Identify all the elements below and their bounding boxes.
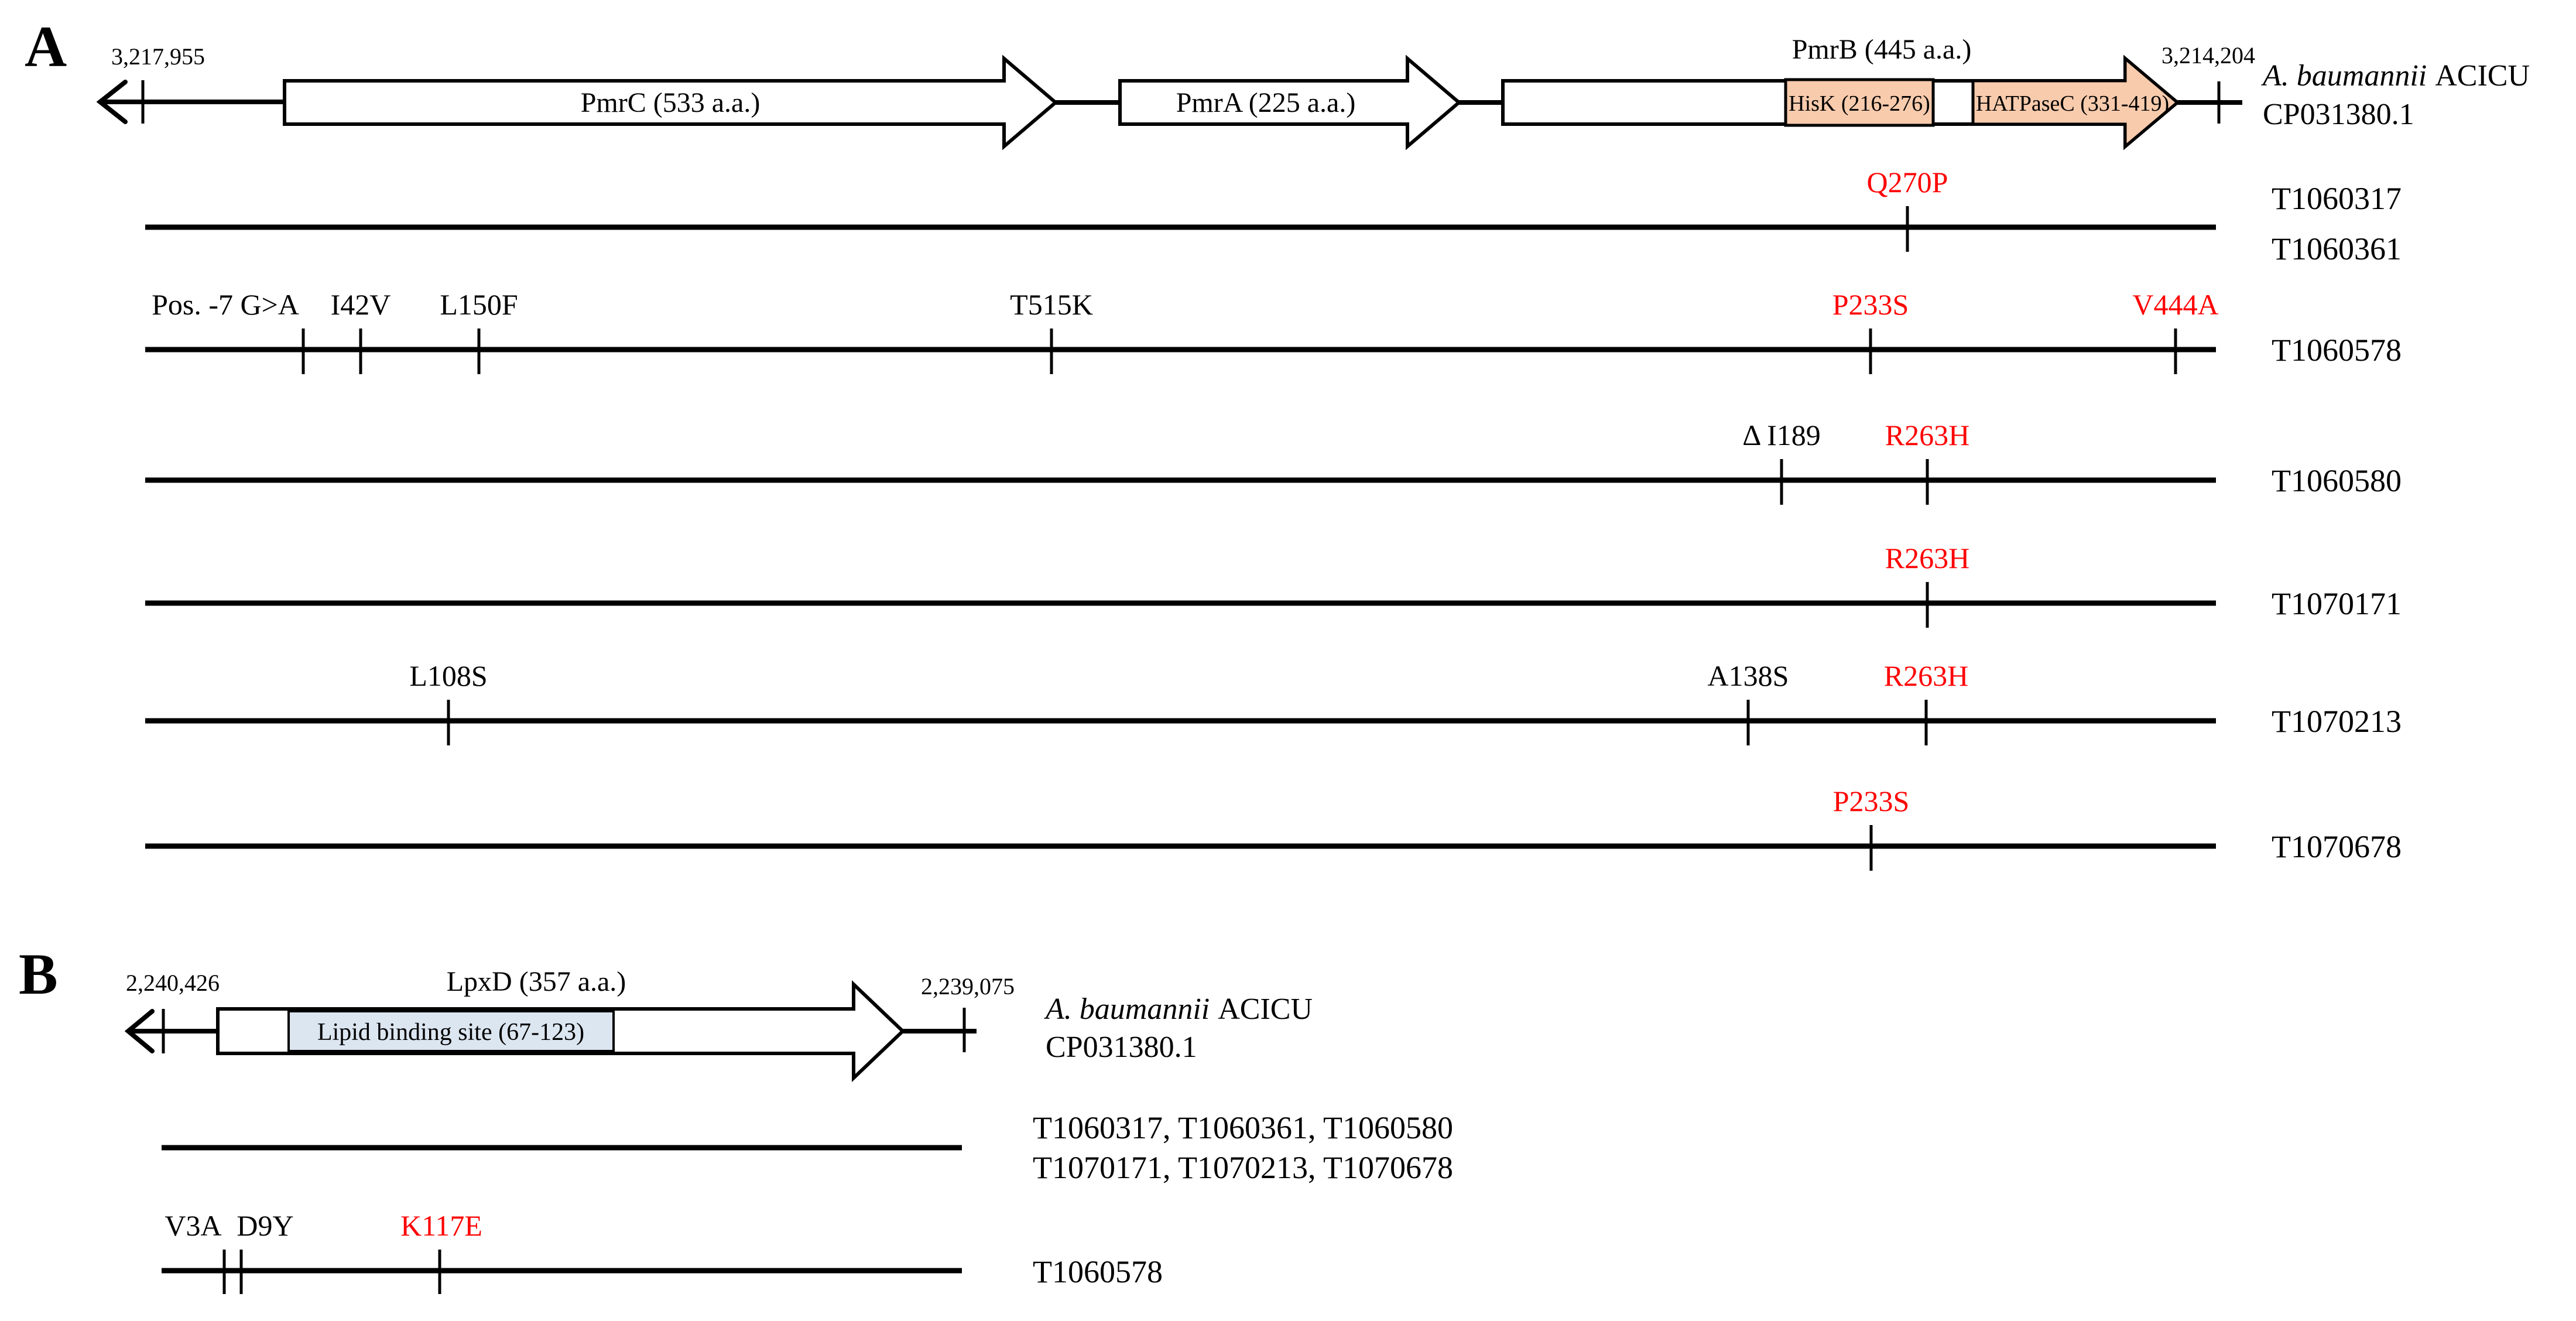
mutation-label: V444A (2132, 288, 2218, 321)
left-arrowhead-icon (96, 80, 128, 124)
domain-hatpasec-label: HATPaseC (331-419) (1976, 91, 2169, 116)
strain-label: T1060317, T1060361, T1060580 (1033, 1110, 1453, 1145)
strain-label: T1070213 (2272, 704, 2402, 739)
coordinate-right-label-b: 2,239,075 (921, 973, 1015, 1000)
coordinate-left-label-b: 2,240,426 (126, 970, 220, 996)
mutation-label: R263H (1885, 542, 1969, 574)
mutation-label: Δ I189 (1742, 419, 1821, 451)
organism-strain: ACICU (2435, 59, 2530, 93)
mutation-label: K117E (400, 1209, 482, 1242)
mutation-label: T515K (1010, 288, 1093, 321)
strain-label: T1070171, T1070213, T1070678 (1033, 1150, 1453, 1185)
mutation-label: A138S (1708, 659, 1789, 692)
organism-species: A. baumannii (2261, 59, 2427, 93)
domain-hatpasec-box (1971, 55, 2180, 150)
accession-label-b: CP031380.1 (1046, 1031, 1197, 1064)
coordinate-right-label: 3,214,204 (2161, 42, 2255, 69)
domain-hisk-label: HisK (216-276) (1789, 91, 1930, 116)
gene-label-pmrc: PmrC (533 a.a.) (581, 87, 761, 118)
gene-label-lpxd: LpxD (357 a.a.) (447, 966, 626, 997)
strain-row: Δ I189 R263H T1060580 (145, 419, 2402, 505)
panel-a-letter: A (25, 14, 67, 79)
panel-b-letter: B (19, 942, 58, 1007)
strain-label: T1070678 (2272, 829, 2402, 864)
strain-row: V3A D9Y K117E T1060578 (162, 1209, 1163, 1294)
strain-row: L108S A138S R263H T1070213 (145, 659, 2402, 745)
mutation-label: V3A (165, 1209, 221, 1242)
domain-lipid-box (287, 1010, 615, 1052)
mutation-label: R263H (1884, 659, 1968, 692)
panel-b: B 2,240,426 Lipid binding site (67-123) … (19, 942, 1453, 1294)
strain-label: T1060578 (1033, 1254, 1163, 1289)
strain-row: Pos. -7 G>A I42V L150F T515K P233S V444A T1060… (145, 288, 2402, 374)
mutation-label: Pos. -7 G>A (152, 288, 299, 321)
mutation-label: Q270P (1867, 166, 1948, 199)
mutation-label: L108S (409, 659, 487, 692)
domain-hisk-box (1784, 78, 1935, 127)
mutation-label: I42V (331, 288, 391, 321)
domain-lipid-label: Lipid binding site (67-123) (317, 1019, 584, 1046)
mutation-label: D9Y (237, 1209, 293, 1242)
strain-row: R263H T1070171 (145, 542, 2402, 628)
gene-label-pmra: PmrA (225 a.a.) (1176, 87, 1356, 118)
panel-a: A 3,217,955 PmrC (533 a.a.) PmrA (225 a.… (25, 14, 2530, 871)
strain-label: T1060578 (2272, 333, 2402, 368)
mutation-label: L150F (440, 288, 518, 321)
strain-label: T1060580 (2272, 463, 2402, 498)
mutation-label: R263H (1885, 419, 1969, 451)
mutation-label: P233S (1832, 288, 1909, 321)
strain-label: T1060317 (2272, 181, 2402, 216)
accession-label: CP031380.1 (2263, 98, 2414, 131)
mutation-label: P233S (1833, 785, 1910, 817)
gene-label-pmrb: PmrB (445 a.a.) (1792, 34, 1972, 65)
coordinate-left-label: 3,217,955 (111, 43, 205, 70)
strain-row: P233S T1070678 (145, 785, 2402, 871)
strain-label: T1070171 (2272, 586, 2402, 621)
strain-label: T1060361 (2272, 231, 2402, 266)
left-arrowhead-icon-b (124, 1009, 155, 1053)
gene-arrow-pmrc (283, 54, 1059, 150)
organism-strain-b: ACICU (1218, 993, 1313, 1026)
gene-arrow-pmra (1118, 54, 1462, 150)
organism-species-b: A. baumannii (1044, 993, 1210, 1026)
